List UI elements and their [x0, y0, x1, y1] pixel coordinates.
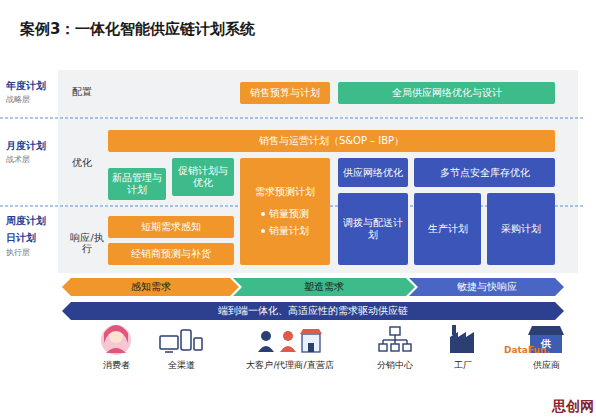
box-text: 塑造需求 — [304, 281, 344, 293]
box-text: 感知需求 — [131, 281, 171, 293]
box-text: 促销计划与优化 — [176, 165, 230, 189]
plan-box: 新品管理与计划 — [108, 168, 166, 200]
plan-box: 销售与运营计划（S&OP – IBP） — [108, 130, 555, 152]
plan-box: 全局供应网络优化与设计 — [338, 82, 555, 104]
text-label: 周度计划 — [6, 215, 46, 227]
plan-box: 调拨与配送计划 — [338, 193, 408, 265]
text-label: 月度计划 — [6, 140, 46, 152]
factory-icon — [450, 325, 474, 353]
flow-arrow: 端到端一体化、高适应性的需求驱动供应链 — [62, 302, 564, 320]
text-label: 战术层 — [6, 155, 30, 164]
plan-box: 短期需求感知 — [108, 216, 234, 238]
text-label: 全渠道 — [168, 360, 195, 371]
plan-box: 需求预测计划销量预测销量计划 — [240, 158, 330, 265]
plan-box: 多节点安全库存优化 — [414, 158, 555, 187]
text-label: 工厂 — [454, 360, 472, 371]
flow-arrow: 感知需求 — [62, 278, 239, 296]
text-label: 配置 — [72, 86, 92, 97]
box-text: 生产计划 — [428, 223, 468, 235]
bullet-dot — [261, 212, 265, 216]
layer-ground — [58, 70, 578, 273]
text-label: 分销中心 — [377, 360, 413, 371]
box-text: 敏捷与快响应 — [457, 281, 517, 293]
channel-icon — [160, 330, 202, 352]
box-text: 销售与运营计划（S&OP – IBP） — [259, 135, 404, 148]
text-label: 消费者 — [103, 360, 130, 371]
customers-icon — [258, 329, 322, 352]
box-text: 供应网络优化 — [343, 167, 403, 179]
box-text: 销售预算与计划 — [250, 87, 320, 99]
box-text: 多节点安全库存优化 — [440, 167, 530, 179]
text-label: 思创网 — [552, 398, 594, 415]
box-text: 短期需求感知 — [141, 221, 201, 233]
text-label: 优化 — [72, 157, 92, 168]
box-text: 新品管理与计划 — [112, 172, 162, 196]
flow-arrow: 敏捷与快响应 — [409, 278, 564, 296]
plan-box: 采购计划 — [487, 193, 555, 265]
distribution-icon — [379, 327, 411, 351]
text-label: 响应/执行 — [68, 232, 106, 255]
bullet-text: 销量预测 — [269, 208, 309, 220]
plan-box: 销售预算与计划 — [240, 82, 330, 104]
bullet-row: 销量预测 — [261, 208, 309, 220]
text-label: 战略层 — [6, 95, 30, 104]
box-text: 需求预测计划 — [255, 186, 315, 198]
text-label: DataFun. — [504, 345, 550, 356]
plan-box: 经销商预测与补货 — [108, 243, 234, 265]
diagram-title: 案例3：一体化智能供应链计划系统 — [20, 20, 255, 38]
box-text: 端到端一体化、高适应性的需求驱动供应链 — [218, 305, 408, 317]
plan-box: 生产计划 — [414, 193, 481, 265]
bullet-text: 销量计划 — [269, 225, 309, 237]
flow-arrow: 塑造需求 — [233, 278, 415, 296]
layer-divider — [0, 118, 585, 119]
box-text: 采购计划 — [501, 223, 541, 235]
text-label: 日计划 — [6, 232, 36, 244]
bullet-row: 销量计划 — [261, 225, 309, 237]
box-text: 经销商预测与补货 — [131, 248, 211, 260]
text-label: 年度计划 — [6, 80, 46, 92]
box-text: 调拨与配送计划 — [342, 217, 404, 241]
consumer-icon — [101, 325, 131, 355]
plan-box: 供应网络优化 — [338, 158, 408, 187]
box-text: 全局供应网络优化与设计 — [392, 87, 502, 99]
text-label: 大客户/代理商/直营店 — [246, 360, 333, 371]
text-label: 供应商 — [533, 360, 560, 371]
bullet-dot — [261, 229, 265, 233]
text-label: 执行层 — [6, 248, 30, 257]
plan-box: 促销计划与优化 — [172, 158, 234, 196]
